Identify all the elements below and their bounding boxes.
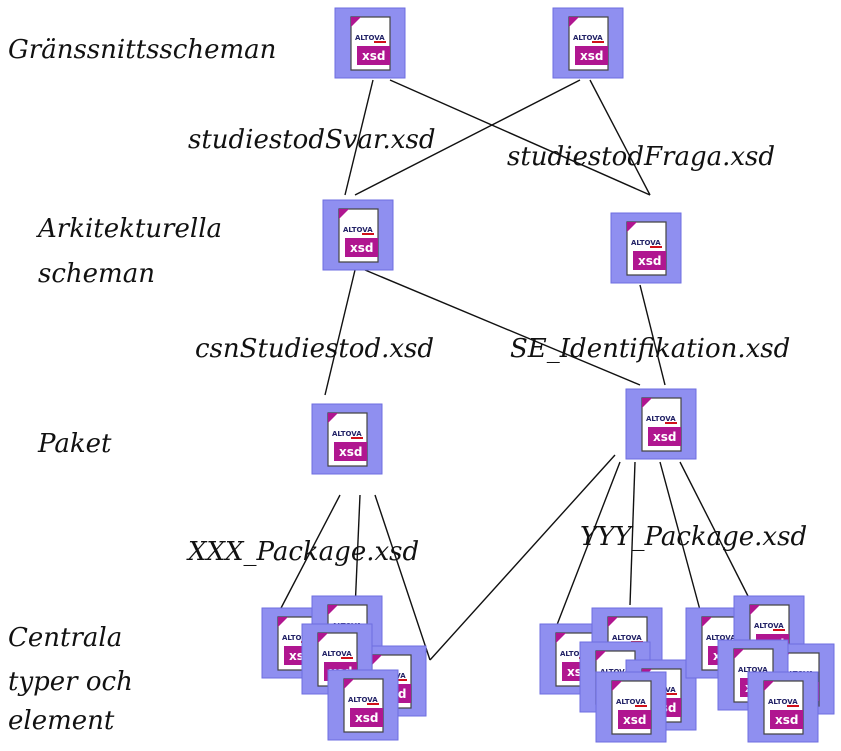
xsd-file-icon: ALTOVA xsd [322,199,394,271]
level-label-central-line2: typer och [8,667,133,697]
level-labels: Gränssnittsscheman Arkitekturella schema… [8,35,276,736]
xsd-file-icon: ALTOVA xsd [595,671,667,743]
xsd-file-icon: ALTOVA xsd [610,212,682,284]
central-types-cluster-left: ALTOVA xsd ALTOVA xsd ALTOVA xsd ALTOVA … [261,595,427,741]
connector-line [679,461,751,601]
svg-text:xsd: xsd [362,49,385,63]
file-label-studiestod-svar: studiestodSvar.xsd [188,125,435,155]
svg-text:ALTOVA: ALTOVA [355,34,385,42]
svg-text:ALTOVA: ALTOVA [768,698,798,706]
connector-line [374,494,431,661]
xsd-icons: ALTOVA xsd ALTOVA xsd ALTOVA xsd ALTOVA … [261,7,835,743]
file-label-studiestod-fraga: studiestodFraga.xsd [507,142,775,172]
svg-text:ALTOVA: ALTOVA [332,430,362,438]
svg-text:ALTOVA: ALTOVA [322,650,352,658]
file-label-se-identifikation: SE_Identifikation.xsd [510,334,790,364]
connector-line [659,461,701,611]
svg-text:ALTOVA: ALTOVA [573,34,603,42]
connector-line [639,284,666,386]
svg-text:xsd: xsd [580,49,603,63]
xsd-file-icon: ALTOVA xsd [334,7,406,79]
svg-text:xsd: xsd [638,254,661,268]
svg-text:xsd: xsd [350,241,373,255]
svg-text:xsd: xsd [775,713,798,727]
connector-line [364,269,641,386]
file-labels: studiestodSvar.xsd studiestodFraga.xsd c… [186,125,807,567]
svg-text:ALTOVA: ALTOVA [738,666,768,674]
level-label-architecture-schemas-line1: Arkitekturella [36,214,222,244]
level-label-central-line3: element [8,706,115,736]
svg-text:ALTOVA: ALTOVA [616,698,646,706]
svg-text:ALTOVA: ALTOVA [631,239,661,247]
svg-text:ALTOVA: ALTOVA [348,696,378,704]
svg-text:xsd: xsd [653,430,676,444]
svg-text:ALTOVA: ALTOVA [706,634,736,642]
xsd-file-icon: ALTOVA xsd [747,671,819,743]
svg-text:xsd: xsd [339,445,362,459]
level-label-central-line1: Centrala [8,623,122,653]
svg-text:xsd: xsd [623,713,646,727]
connector-line [429,454,616,661]
svg-text:ALTOVA: ALTOVA [612,634,642,642]
level-label-architecture-schemas-line2: scheman [38,259,155,289]
xsd-file-icon: ALTOVA xsd [327,669,399,741]
svg-text:ALTOVA: ALTOVA [754,622,784,630]
svg-text:ALTOVA: ALTOVA [282,634,312,642]
connector-line [629,461,636,606]
central-types-cluster-right: ALTOVA xsd ALTOVA xsd ALTOVA xsd ALTOVA … [539,595,835,743]
connector-line [554,461,621,631]
xsd-file-icon: ALTOVA xsd [625,388,697,460]
connector-lines [279,79,751,661]
svg-text:ALTOVA: ALTOVA [560,650,590,658]
connector-line [354,79,581,196]
connector-line [344,79,374,196]
connector-line [589,79,651,196]
svg-text:ALTOVA: ALTOVA [343,226,373,234]
level-label-package: Paket [37,429,112,459]
xsd-file-icon: ALTOVA xsd [552,7,624,79]
level-label-interface-schemas: Gränssnittsscheman [8,35,276,65]
file-label-xxx-package: XXX_Package.xsd [186,537,419,567]
svg-text:xsd: xsd [355,711,378,725]
svg-text:ALTOVA: ALTOVA [646,415,676,423]
connector-line [324,269,356,396]
connector-line [354,494,361,611]
xsd-file-icon: ALTOVA xsd [311,403,383,475]
file-label-csn-studiestod: csnStudiestod.xsd [195,334,434,364]
connector-line [279,494,341,611]
file-label-yyy-package: YYY_Package.xsd [580,522,807,552]
connector-line [389,79,651,196]
